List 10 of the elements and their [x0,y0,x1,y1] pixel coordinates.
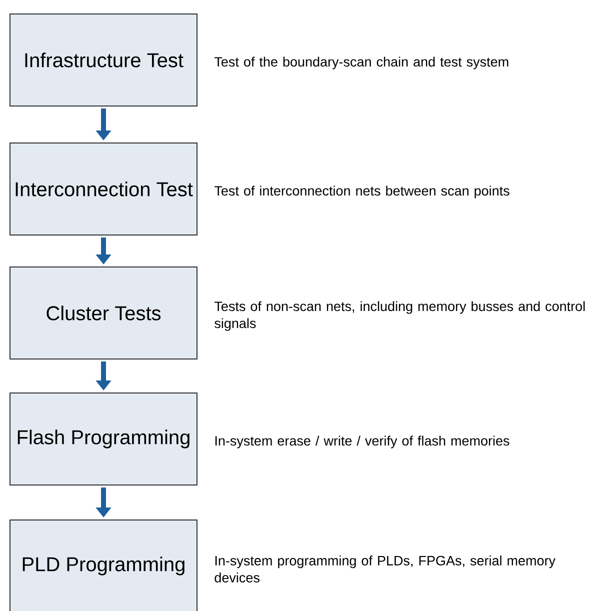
process-box: PLD Programming [10,520,198,611]
description-text: In-system erase / write / verify of flash memories [215,436,510,448]
process-box: Interconnection Test [10,142,198,236]
process-box: Infrastructure Test [10,14,198,106]
description-text: In-system programming of PLDs, FPGAs, serial memory devices [214,556,556,582]
description-text: Test of interconnection nets between scan points [214,186,510,198]
process-box: Flash Programming [10,392,198,486]
description-text: Tests of non-scan nets, including memory busses and control signals [214,301,585,331]
description-text: Test of the boundary-scan chain and test system [214,56,508,70]
process-box: Cluster Tests [10,266,198,360]
